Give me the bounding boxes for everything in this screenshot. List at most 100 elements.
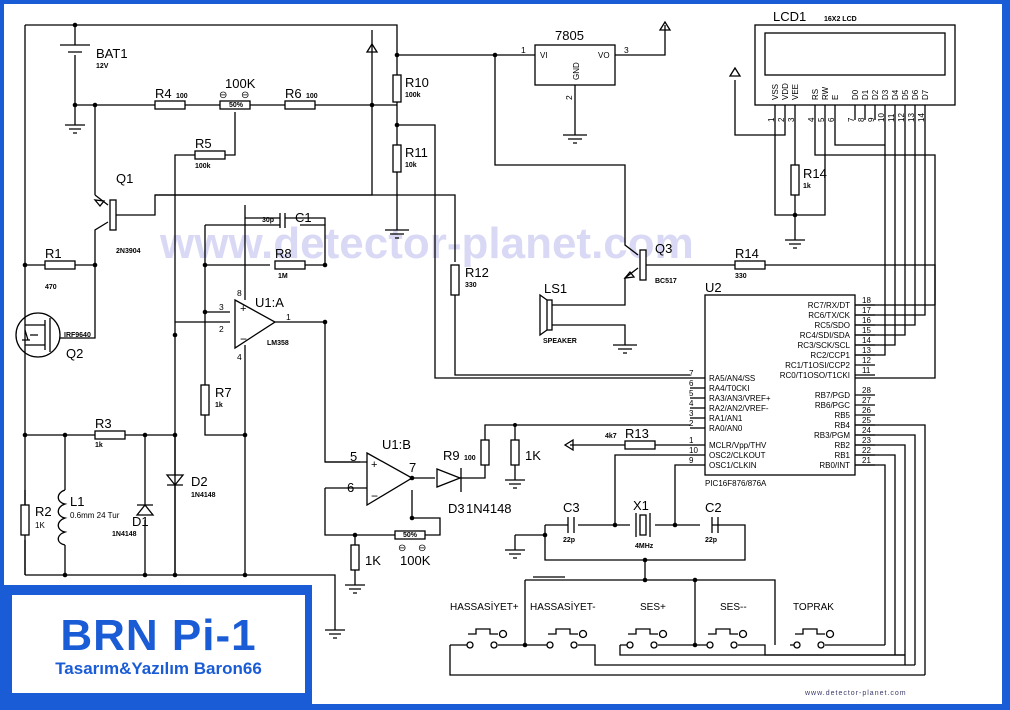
lcd-pin-num: 3 <box>787 117 796 122</box>
u2-left-pin-name: RA2/AN2/VREF- <box>709 404 769 413</box>
u2-right-pin-name: RB3/PGM <box>814 431 850 440</box>
q2-value: IRF9640 <box>64 332 91 339</box>
opamp-u1a: + − U1:A LM358 3 2 1 8 4 <box>219 288 291 362</box>
u2-pins: RA5/AN4/SS7RA4/T0CKI6RA3/AN3/VREF+5RA2/A… <box>689 296 875 470</box>
u2-right-pin-num: 22 <box>862 446 871 455</box>
r6-ref: R6 <box>285 86 302 101</box>
potentiometer-pot2: 50% ⊖⊖ 100K <box>394 530 431 568</box>
lcd-pin-name: D1 <box>861 89 870 100</box>
r4-ref: R4 <box>155 86 172 101</box>
pushbutton: HASSASİYET+ <box>450 600 519 649</box>
u2-right-pin-num: 27 <box>862 396 871 405</box>
pushbutton: SES-- <box>706 602 748 649</box>
reg-vi: VI <box>540 51 548 60</box>
svg-text:⊖: ⊖ <box>219 90 227 101</box>
x1-ref: X1 <box>633 498 649 513</box>
resistor-1k-bottom: 1K <box>350 544 381 571</box>
u2-right-pin-num: 21 <box>862 456 871 465</box>
u2-left-pin-num: 4 <box>689 399 694 408</box>
u2-left-pin-num: 7 <box>689 369 694 378</box>
lcd-pin-num: 14 <box>917 113 926 122</box>
r2-ref: R2 <box>35 504 52 519</box>
r3-value: 1k <box>95 442 103 449</box>
svg-text:+: + <box>240 303 246 315</box>
lcd-pin-name: D7 <box>921 89 930 100</box>
lcd-pin-name: RS <box>811 89 820 100</box>
u2-left-pin-num: 2 <box>689 419 694 428</box>
svg-text:⊖: ⊖ <box>418 543 426 554</box>
u1a-pin-out: 1 <box>286 312 291 322</box>
pushbutton-label: HASSASİYET- <box>530 600 596 613</box>
ls1-value: SPEAKER <box>543 338 577 345</box>
lcd-pin-name: VEE <box>791 84 800 100</box>
r14b-ref: R14 <box>735 246 759 261</box>
q3-ref: Q3 <box>655 241 672 256</box>
c2-ref: C2 <box>705 500 722 515</box>
bat1-value: 12V <box>96 63 109 70</box>
u2-right-pin-num: 16 <box>862 316 871 325</box>
lcd-value: 16X2 LCD <box>824 16 857 23</box>
r8-value: 1M <box>278 273 288 280</box>
brand-title: BRN Pi-1 <box>60 611 257 660</box>
lcd-lcd1: LCD1 16X2 LCD VSS1VDD2VEE3RS4RW5E6D07D18… <box>754 9 956 122</box>
transistor-q3: Q3 BC517 <box>623 241 677 285</box>
lcd-pin-name: VSS <box>771 84 780 100</box>
resistor-r4: R4 100 <box>154 86 188 110</box>
u2-left-pin-num: 9 <box>689 456 694 465</box>
u2-right-pin-num: 23 <box>862 436 871 445</box>
u1b-pin-out: 7 <box>409 460 416 475</box>
pot1-pct: 50% <box>229 102 244 109</box>
r13-value: 4k7 <box>605 433 617 440</box>
r-1k-bottom-value: 1K <box>365 553 381 568</box>
u2-right-pin-num: 24 <box>862 426 871 435</box>
r2-value: 1K <box>35 521 45 530</box>
u2-right-pin-name: RC0/T1OSO/T1CKI <box>780 371 850 380</box>
c3-value: 22p <box>563 537 575 544</box>
capacitor-c3: C3 22p <box>563 500 580 544</box>
u2-left-pin-name: OSC2/CLKOUT <box>709 451 766 460</box>
capacitor-c1: C1 30p <box>245 210 326 228</box>
d2-value: 1N4148 <box>191 492 216 499</box>
u2-right-pin-name: RB7/PGD <box>815 391 850 400</box>
u2-right-pin-name: RC6/TX/CK <box>808 311 850 320</box>
resistor-r6: R6 100 <box>284 86 318 110</box>
u2-right-pin-num: 11 <box>862 366 871 375</box>
r10-value: 100k <box>405 92 421 99</box>
u2-right-pin-num: 26 <box>862 406 871 415</box>
lcd-pin-name: D0 <box>851 89 860 100</box>
c3-ref: C3 <box>563 500 580 515</box>
lcd-pin-num: 6 <box>827 117 836 122</box>
reg-pin3: 3 <box>624 45 629 55</box>
u2-right-pin-name: RC3/SCK/SCL <box>798 341 851 350</box>
regulator-7805: 7805 VI VO GND 1 3 2 <box>521 28 629 100</box>
resistor-r3: R3 1k <box>94 416 126 449</box>
r8-ref: R8 <box>275 246 292 261</box>
r9-ref: R9 <box>443 448 460 463</box>
lcd-pins: VSS1VDD2VEE3RS4RW5E6D07D18D29D310D411D51… <box>767 83 930 122</box>
lcd-pin-name: VDD <box>781 83 790 100</box>
r5-ref: R5 <box>195 136 212 151</box>
r1-ref: R1 <box>45 246 62 261</box>
u2-right-pin-name: RC5/SDO <box>814 321 850 330</box>
u2-left-pin-name: RA0/AN0 <box>709 424 743 433</box>
ls1-ref: LS1 <box>544 281 567 296</box>
reg-ref: 7805 <box>555 28 584 43</box>
d2-ref: D2 <box>191 474 208 489</box>
lcd-pin-name: D5 <box>901 89 910 100</box>
resistor-r11: R11 10k <box>392 144 428 173</box>
u2-right-pin-num: 15 <box>862 326 871 335</box>
u2-right-pin-name: RC4/SDI/SDA <box>800 331 851 340</box>
pushbutton-label: HASSASİYET+ <box>450 600 519 613</box>
r14a-value: 1k <box>803 183 811 190</box>
d3-ref: D3 <box>448 501 465 516</box>
ground-symbols <box>65 124 805 639</box>
lcd-pin-num: 11 <box>887 113 896 122</box>
pushbutton-label: SES-- <box>720 602 747 613</box>
u1a-pin-vcc: 8 <box>237 288 242 298</box>
u2-left-pin-name: RA4/T0CKI <box>709 384 749 393</box>
c2-value: 22p <box>705 537 717 544</box>
reg-pin2: 2 <box>564 95 574 100</box>
lcd-pin-num: 1 <box>767 117 776 122</box>
footer-url: www.detector-planet.com <box>805 690 907 697</box>
lcd-pin-num: 7 <box>847 117 856 122</box>
